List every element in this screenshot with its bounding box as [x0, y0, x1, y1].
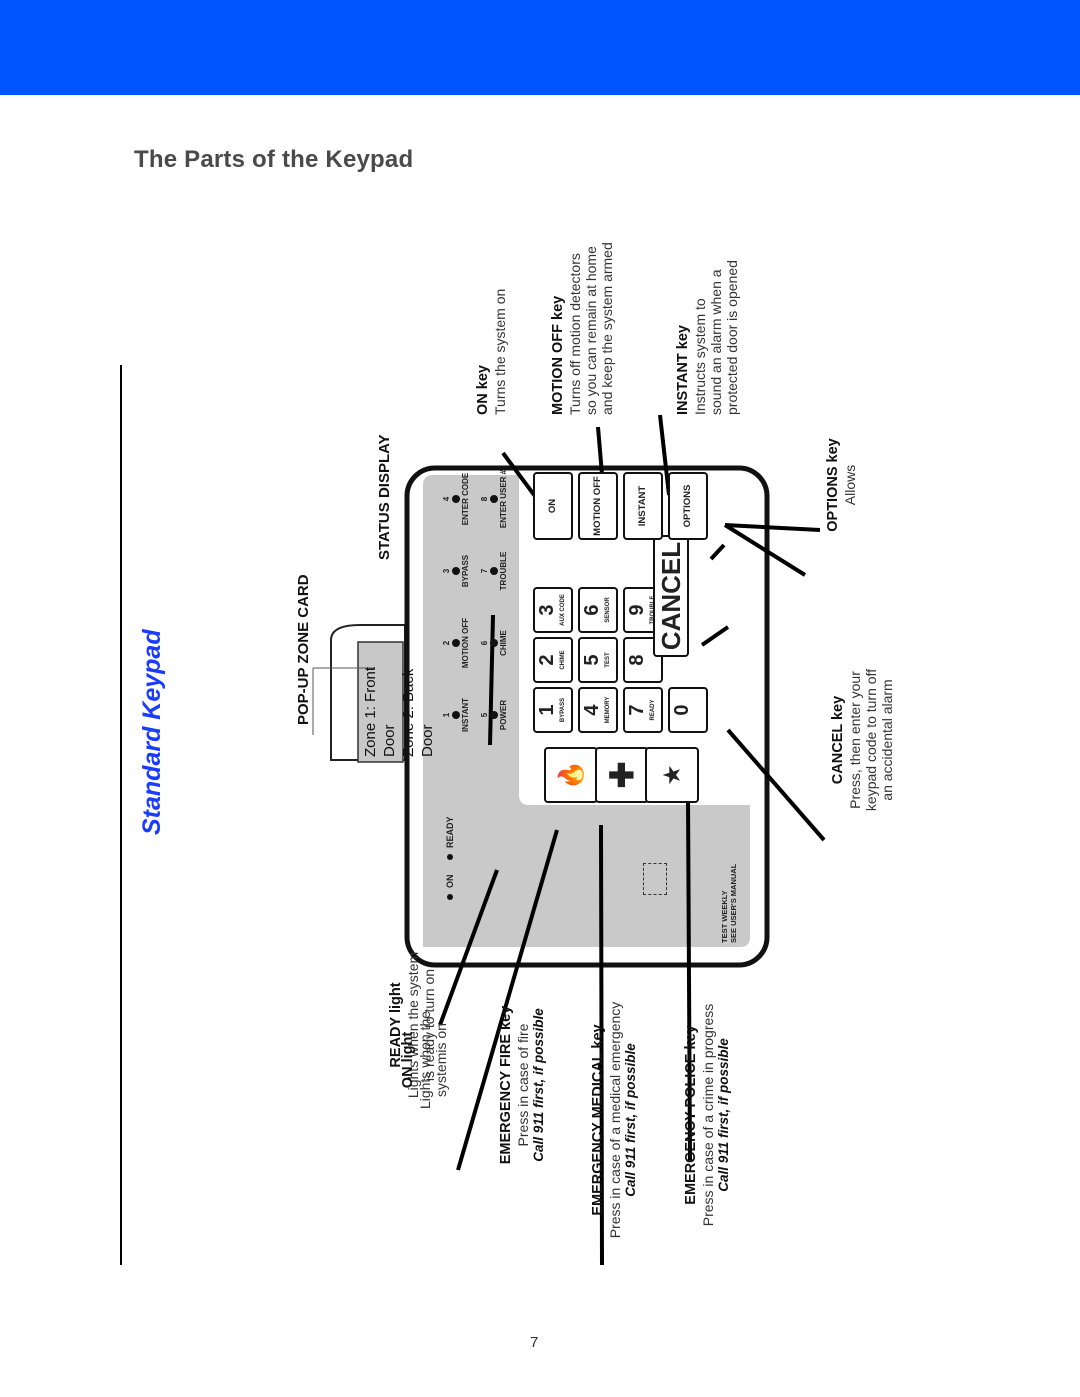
- emergency-fire-button[interactable]: 🔥: [544, 747, 598, 803]
- page-number: 7: [530, 1334, 539, 1351]
- digit-key[interactable]: 0: [668, 687, 708, 733]
- indicator-number: 8: [480, 496, 489, 502]
- indicator-led: [452, 711, 460, 719]
- status-indicator: 1 INSTANT: [442, 680, 470, 750]
- digit-label: 8: [626, 654, 648, 666]
- digit-label: 4: [581, 704, 603, 716]
- keypad-figure: Zone 1: Front Door Zone 2: Back Door 1 IN…: [120, 165, 895, 1265]
- indicator-label: ENTER USER #: [499, 469, 508, 529]
- top-color-bar: [0, 0, 1080, 95]
- digit-sublabel: SENSOR: [605, 597, 611, 623]
- status-indicator: 5 POWER: [480, 680, 508, 750]
- indicator-led: [490, 495, 498, 503]
- status-indicator: 4 ENTER CODE: [442, 464, 470, 534]
- digit-label: 2: [536, 654, 558, 666]
- indicator-led: [490, 567, 498, 575]
- indicator-led: [452, 567, 460, 575]
- callout-police: EMERGENCY POLICE key Press in case of a …: [683, 1003, 731, 1227]
- indicator-label: MOTION OFF: [461, 617, 470, 669]
- digit-label: 3: [536, 604, 558, 616]
- indicator-number: 4: [442, 496, 451, 502]
- digit-sublabel: READY: [650, 699, 656, 721]
- callout-fire: EMERGENCY FIRE key Press in case of fire…: [498, 1005, 546, 1165]
- indicator-label: BYPASS: [461, 554, 470, 588]
- digit-label: 5: [581, 654, 603, 666]
- status-indicator: 7 TROUBLE: [480, 536, 508, 606]
- label-slot: [643, 863, 667, 895]
- flame-icon: 🔥: [557, 760, 585, 790]
- digit-label: 9: [626, 604, 648, 616]
- callout-medical: EMERGENCY MEDICAL key Press in case of a…: [590, 1001, 638, 1239]
- indicator-led: [452, 639, 460, 647]
- indicator-led: [490, 711, 498, 719]
- callout-on-light: ON light Lights when the systemis on: [400, 1010, 449, 1110]
- callout-instant: INSTANT key Instructs system to sound an…: [675, 260, 740, 415]
- callout-on-key: ON key Turns the system on: [475, 288, 508, 415]
- status-indicator: 6 CHIME: [480, 608, 508, 678]
- cancel-button[interactable]: CANCEL: [653, 535, 689, 657]
- indicator-number: 1: [442, 712, 451, 718]
- indicator-number: 2: [442, 640, 451, 646]
- zone-card-window: [357, 641, 404, 763]
- indicator-label: CHIME: [499, 630, 508, 656]
- digit-sublabel: TEST: [605, 652, 611, 668]
- test-weekly-note: TEST WEEKLY SEE USER'S MANUAL: [720, 863, 738, 943]
- indicator-number: 7: [480, 568, 489, 574]
- digit-label: 0: [671, 704, 693, 716]
- emergency-police-button[interactable]: ★: [645, 747, 699, 803]
- callout-cancel: CANCEL key Press, then enter your keypad…: [830, 668, 895, 812]
- status-indicator: 8 ENTER USER #: [480, 464, 508, 534]
- indicator-number: 3: [442, 568, 451, 574]
- digit-label: 1: [536, 704, 558, 716]
- indicator-led: [452, 495, 460, 503]
- callout-options: OPTIONS key Allows: [825, 438, 858, 532]
- function-key[interactable]: MOTION OFF: [578, 472, 618, 540]
- indicator-number: 5: [480, 712, 489, 718]
- status-indicator: 2 MOTION OFF: [442, 608, 470, 678]
- callout-motion-off: MOTION OFF key Turns off motion detector…: [550, 242, 615, 415]
- digit-sublabel: CHIME: [560, 650, 566, 670]
- emergency-medical-button[interactable]: ✚: [595, 747, 649, 803]
- page-title: The Parts of the Keypad: [134, 146, 414, 173]
- digit-label: 6: [581, 604, 603, 616]
- indicator-label: POWER: [499, 699, 508, 731]
- digit-sublabel: BYPASS: [560, 697, 566, 723]
- function-key[interactable]: ON: [533, 472, 573, 540]
- status-display-panel: [423, 475, 750, 947]
- zone-line-2: Zone 2: Back Door: [400, 668, 436, 757]
- indicator-label: INSTANT: [461, 697, 470, 733]
- led-on: ON: [445, 875, 455, 900]
- indicator-led: [490, 639, 498, 647]
- figure-title: Standard Keypad: [138, 629, 166, 835]
- function-key[interactable]: INSTANT: [623, 472, 663, 540]
- medical-cross-icon: ✚: [604, 761, 640, 789]
- function-key[interactable]: OPTIONS: [668, 472, 708, 540]
- zone-line-1: Zone 1: Front Door: [362, 666, 398, 757]
- indicator-label: TROUBLE: [499, 551, 508, 591]
- zone-card-text: Zone 1: Front Door Zone 2: Back Door: [361, 642, 437, 757]
- digit-sublabel: MEMORY: [605, 696, 611, 724]
- digit-sublabel: AUX CODE: [560, 594, 566, 626]
- indicator-number: 6: [480, 640, 489, 646]
- police-badge-icon: ★: [658, 764, 686, 786]
- indicator-label: ENTER CODE: [461, 472, 470, 526]
- led-ready: READY: [445, 816, 455, 860]
- status-indicator: 3 BYPASS: [442, 536, 470, 606]
- zone-card-label: POP-UP ZONE CARD: [295, 574, 312, 725]
- callout-lines: [120, 365, 826, 1265]
- digit-label: 7: [626, 704, 648, 716]
- status-display-label: STATUS DISPLAY: [376, 434, 393, 560]
